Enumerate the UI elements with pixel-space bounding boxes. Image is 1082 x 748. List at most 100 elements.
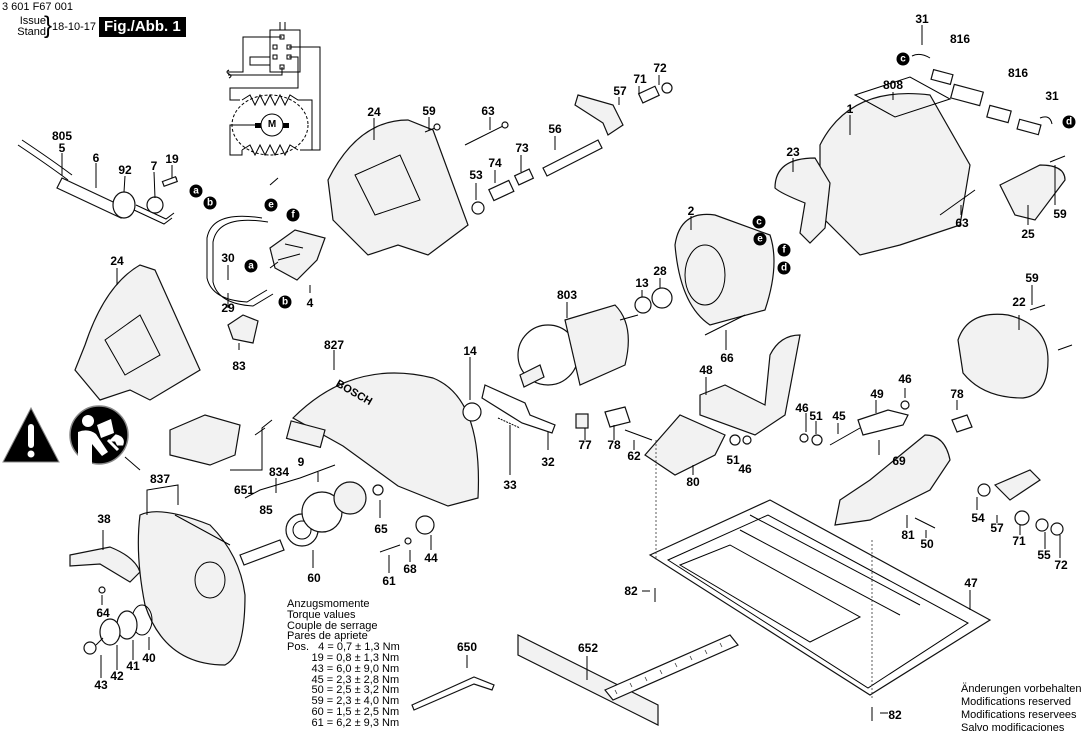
spindle-lock-spring-plate	[481, 384, 556, 434]
torque-row: Pos. 4 = 0,7 ± 1,3 Nm	[287, 641, 400, 654]
part-label-71-top: 71	[633, 72, 647, 86]
part-label-74: 74	[488, 156, 502, 170]
part-label-19: 19	[165, 152, 179, 166]
torque-row: 61 = 6,2 ± 9,3 Nm	[287, 716, 400, 729]
part-label-805: 805	[51, 129, 73, 143]
parallel-guide	[517, 634, 739, 726]
part-label-85: 85	[259, 503, 273, 517]
spindle-lock-parts	[424, 82, 673, 215]
brush-holders	[911, 53, 1053, 136]
torque-row: 60 = 1,5 ± 2,5 Nm	[287, 705, 400, 718]
connector-f-stator: f	[777, 243, 791, 257]
part-label-81: 81	[901, 528, 915, 542]
part-label-65: 65	[374, 522, 388, 536]
figure-label: Fig./Abb. 1	[99, 17, 186, 37]
part-label-13: 13	[635, 276, 649, 290]
part-label-837: 837	[149, 472, 171, 486]
part-label-71-right: 71	[1012, 534, 1026, 548]
part-label-38: 38	[97, 512, 111, 526]
part-label-55: 55	[1037, 548, 1051, 562]
part-label-48: 48	[699, 363, 713, 377]
handle-half-right	[327, 119, 469, 256]
base-plate	[648, 440, 992, 721]
torque-row: 45 = 2,3 ± 2,8 Nm	[287, 673, 400, 686]
part-label-7: 7	[150, 159, 158, 173]
bearing	[634, 296, 652, 314]
part-label-816-right: 816	[1007, 66, 1029, 80]
part-label-51-center: 51	[726, 453, 740, 467]
part-label-56: 56	[548, 122, 562, 136]
part-label-59-cover: 59	[1025, 271, 1039, 285]
part-label-9: 9	[297, 455, 305, 469]
upper-blade-guard: BOSCH	[292, 372, 480, 507]
spindle-assembly	[239, 464, 435, 566]
stator	[674, 213, 775, 336]
part-label-30: 30	[221, 251, 235, 265]
part-label-1: 1	[846, 102, 854, 116]
part-label-46-right: 46	[898, 372, 912, 386]
part-label-59-right: 59	[1053, 207, 1067, 221]
issue-stand-label: Issue Stand	[2, 16, 46, 38]
part-label-80: 80	[686, 475, 700, 489]
label-plate	[285, 420, 326, 449]
read-manual-icon	[69, 405, 129, 465]
issue-date: 18-10-17	[52, 21, 97, 33]
torque-title-en: Torque values	[287, 608, 356, 621]
part-label-63-right: 63	[955, 216, 969, 230]
torque-title-de: Anzugsmomente	[287, 598, 370, 610]
part-label-66: 66	[720, 351, 734, 365]
spring	[497, 417, 521, 429]
connector-b-cord: b	[203, 196, 217, 210]
torque-title-es: Pares de apriete	[287, 630, 368, 643]
bearing-bush	[651, 287, 673, 309]
connector-c-stator: c	[752, 215, 766, 229]
part-label-57-right: 57	[990, 521, 1004, 535]
part-label-63-top: 63	[481, 104, 495, 118]
part-label-78-center: 78	[607, 438, 621, 452]
lever	[69, 546, 141, 583]
part-label-54: 54	[971, 511, 985, 525]
part-label-43: 43	[94, 678, 108, 692]
part-label-22: 22	[1012, 295, 1026, 309]
wire-harness	[206, 215, 274, 307]
document-number: 3 601 F67 001	[2, 1, 73, 13]
part-label-24-top: 24	[367, 105, 381, 119]
torque-title-fr: Couple de serrage	[287, 619, 378, 632]
note-en: Modifications reserved	[961, 696, 1072, 708]
blade-fasteners	[83, 586, 153, 655]
warning-triangle-icon	[2, 406, 60, 463]
part-label-68: 68	[403, 562, 417, 576]
depth-adjust-bracket	[799, 400, 1064, 536]
connector-d-stator: d	[777, 261, 791, 275]
part-label-33: 33	[503, 478, 517, 492]
part-label-64: 64	[96, 606, 110, 620]
part-label-834: 834	[268, 465, 290, 479]
note-fr: Modifications reservees	[961, 709, 1077, 721]
part-label-816-top: 816	[949, 32, 971, 46]
part-label-82-bottom: 82	[888, 708, 902, 722]
part-label-808: 808	[882, 78, 904, 92]
connector-b-switch: b	[278, 295, 292, 309]
part-label-50: 50	[920, 537, 934, 551]
part-label-827: 827	[323, 338, 345, 352]
part-label-42: 42	[110, 669, 124, 683]
part-label-78-right: 78	[950, 387, 964, 401]
part-label-28: 28	[653, 264, 667, 278]
part-label-82-left: 82	[624, 584, 638, 598]
part-label-41: 41	[126, 659, 140, 673]
part-label-46-left: 46	[795, 401, 809, 415]
motor-housing	[774, 76, 1066, 256]
part-label-61: 61	[382, 574, 396, 588]
knob	[575, 413, 589, 429]
part-label-59-top: 59	[422, 104, 436, 118]
note-es: Salvo modificaciones	[961, 722, 1065, 734]
part-label-5: 5	[58, 141, 66, 155]
torque-row: 50 = 2,5 ± 3,2 Nm	[287, 684, 400, 697]
note-de: Änderungen vorbehalten	[961, 683, 1082, 695]
part-label-51-right: 51	[809, 409, 823, 423]
part-label-53: 53	[469, 168, 483, 182]
part-label-92: 92	[118, 163, 132, 177]
stand-label: Stand	[17, 26, 46, 38]
bevel-bracket	[604, 334, 801, 476]
armature	[517, 304, 639, 388]
